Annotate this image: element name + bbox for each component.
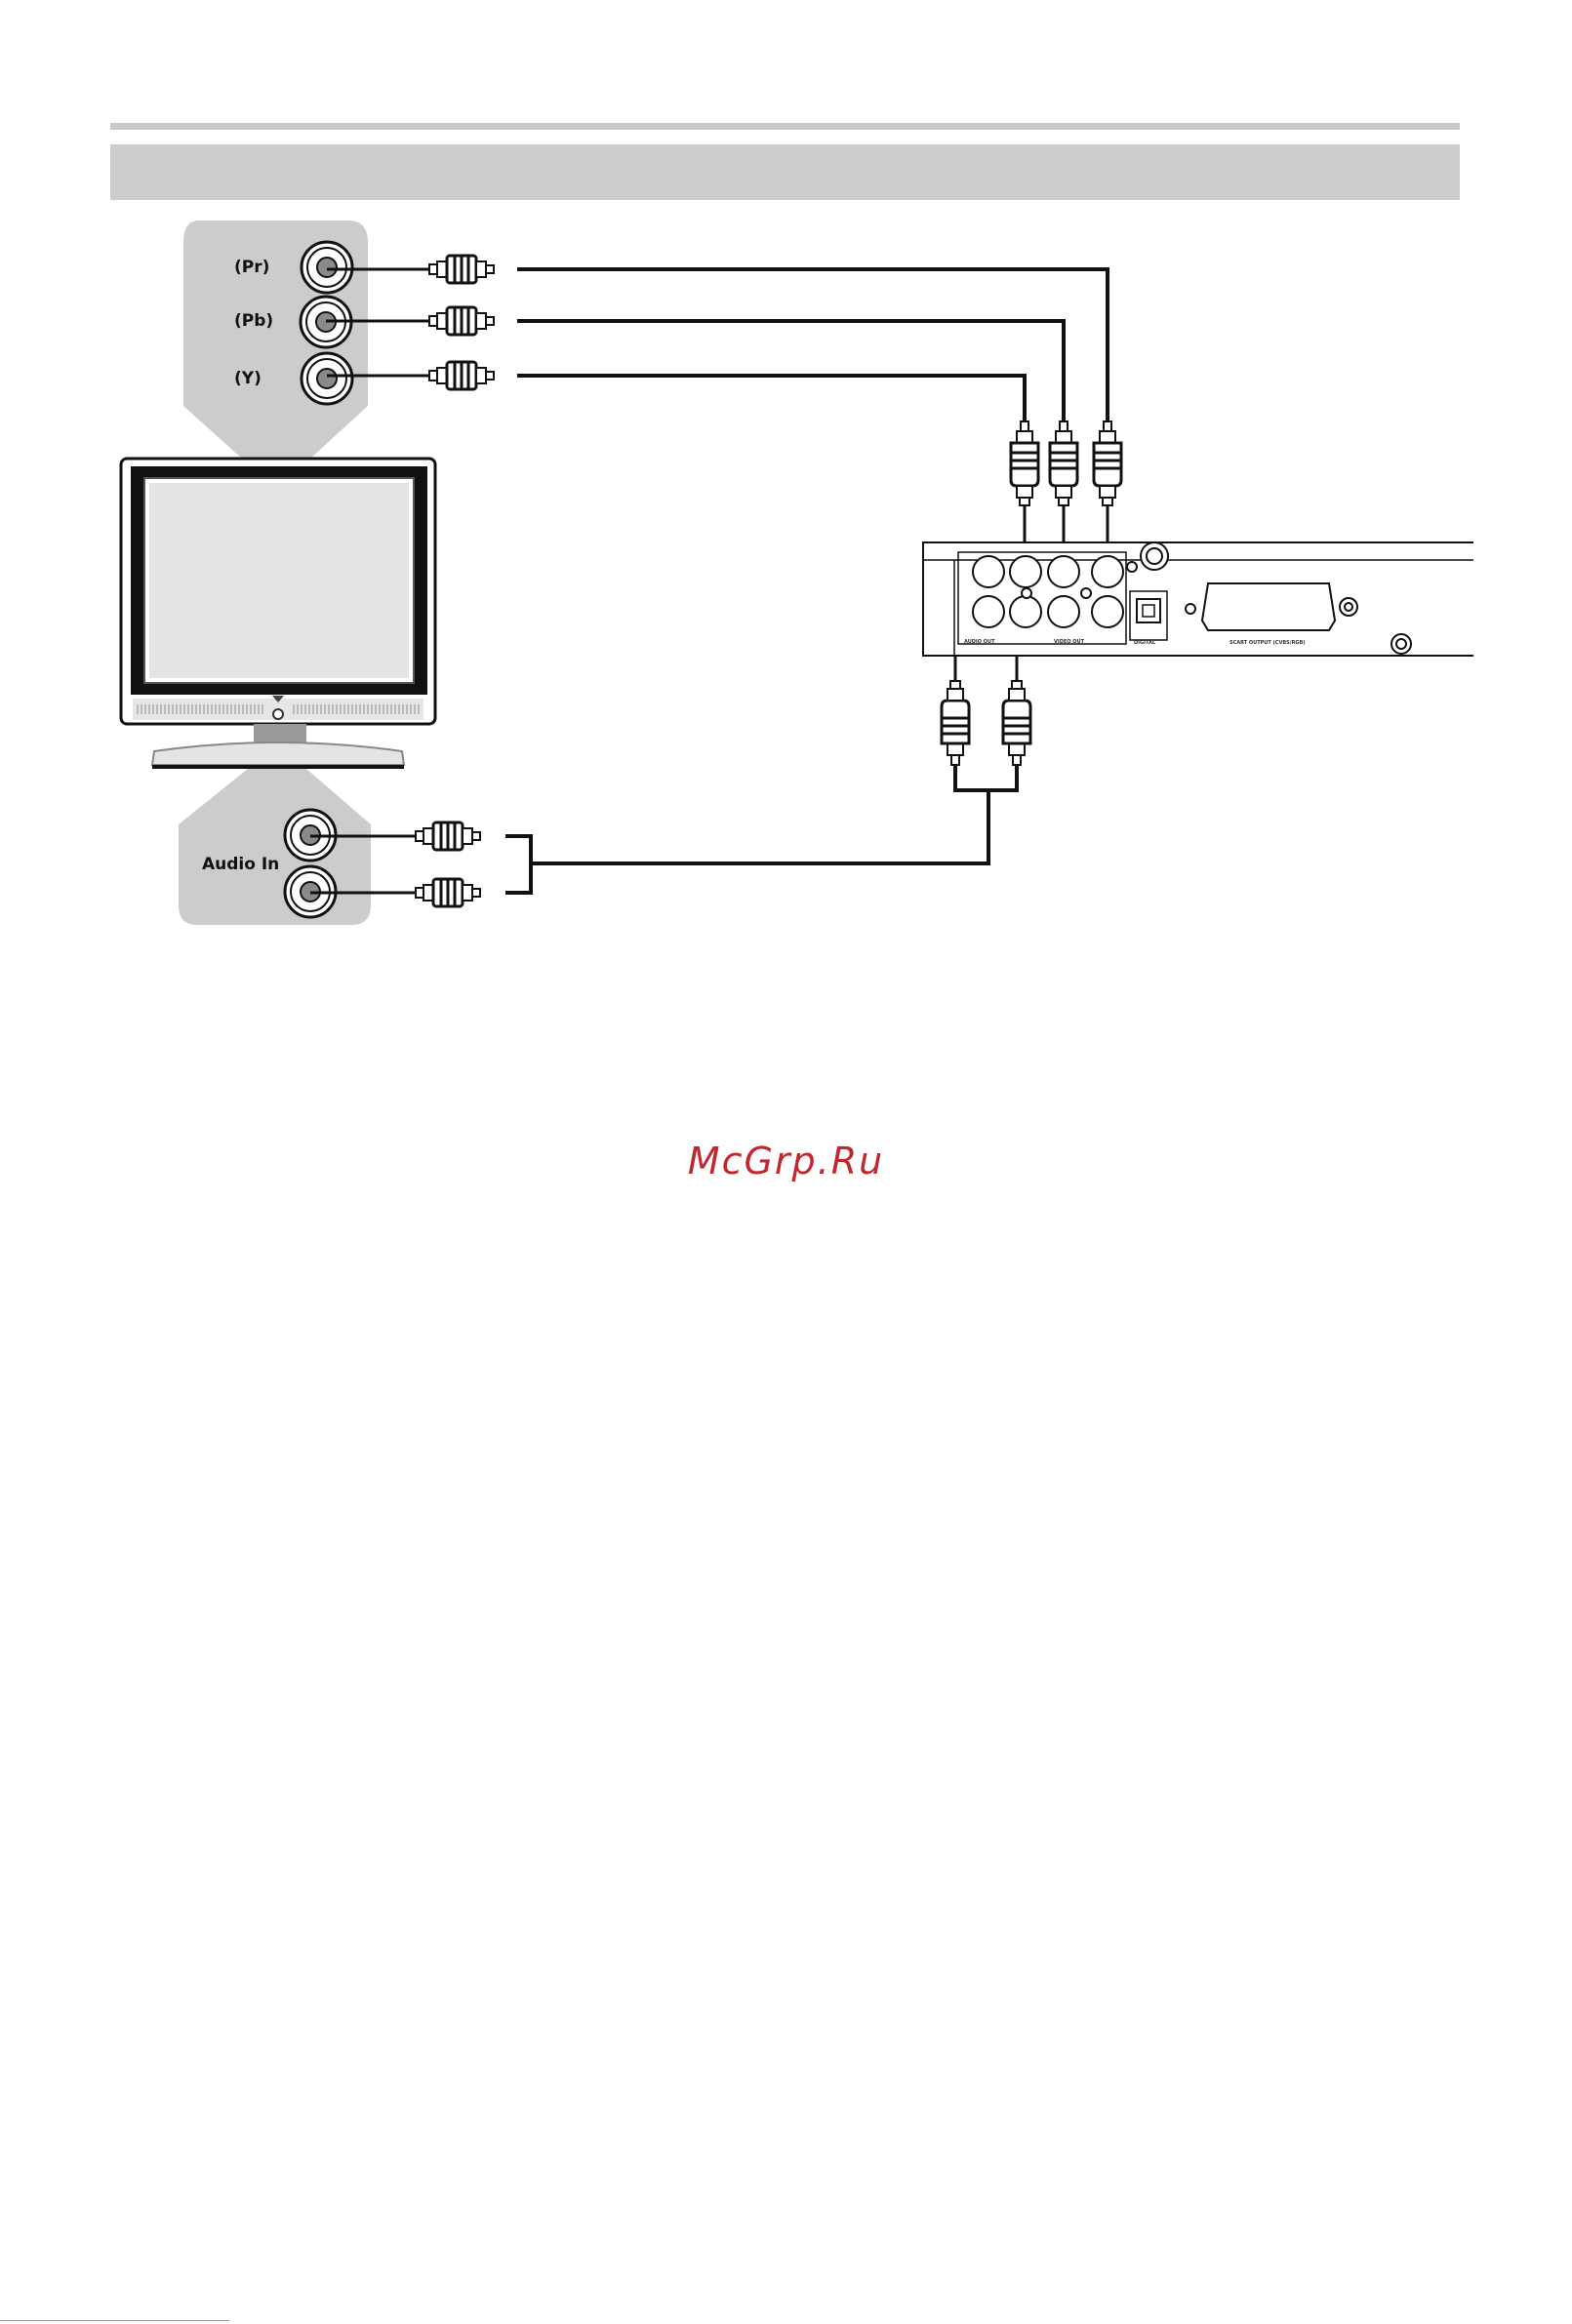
audio-input-callout (179, 769, 371, 925)
y-input-jack[interactable] (302, 353, 352, 404)
svg-text:DIGITAL: DIGITAL (1134, 640, 1156, 646)
footer-rule (0, 2320, 229, 2321)
pb-cable (517, 321, 1064, 421)
y-label: (Y) (234, 369, 262, 388)
svg-text:AUDIO OUT: AUDIO OUT (964, 639, 995, 645)
audio-cable-split (955, 765, 1017, 790)
audio-cable-lower (505, 863, 531, 893)
pb-label: (Pb) (234, 311, 273, 331)
pr-cable (517, 269, 1108, 421)
pr-input-jack[interactable] (302, 242, 352, 293)
svg-text:VIDEO OUT: VIDEO OUT (1054, 639, 1085, 645)
watermark: McGrp.Ru (0, 1140, 1572, 1182)
pr-label: (Pr) (234, 258, 269, 277)
y-cable (517, 376, 1025, 421)
audio-in-label: Audio In (202, 855, 279, 874)
svg-text:SCART OUTPUT (CVBS/RGB): SCART OUTPUT (CVBS/RGB) (1229, 640, 1306, 646)
audio-cable-upper (505, 792, 988, 863)
dvd-player-rear-panel: SCART OUTPUT (CVBS/RGB) AUDIO OUT VIDEO … (923, 542, 1473, 656)
tv-monitor (121, 459, 435, 769)
